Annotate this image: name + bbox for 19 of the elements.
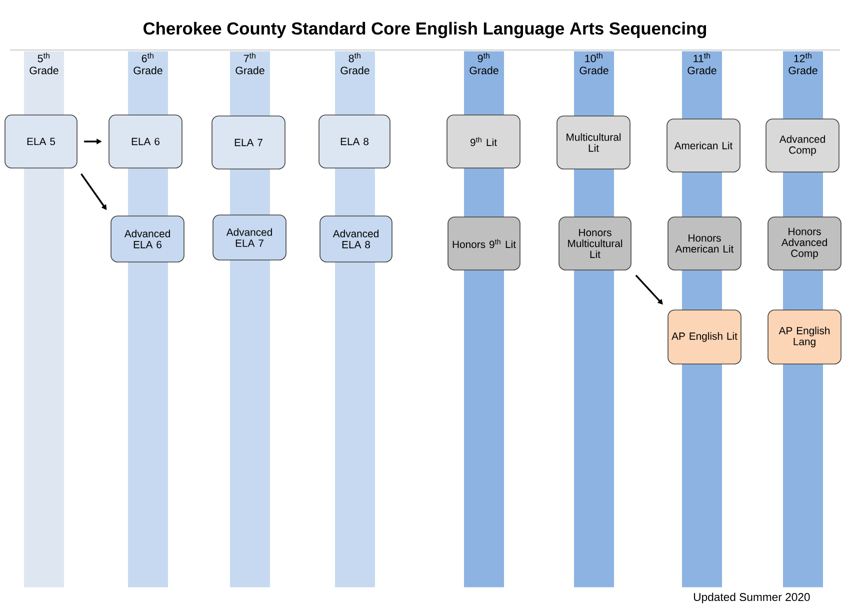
course-box: ELA 6 xyxy=(108,114,182,168)
course-box: Honors 9$^{th}$ Lit xyxy=(448,216,520,270)
course-box: Honors Advanced Comp xyxy=(768,216,842,270)
course-box: 9$^{th}$ Lit xyxy=(446,114,520,168)
course-box: ELA 5 xyxy=(4,114,78,168)
course-box: Advanced Comp xyxy=(766,118,840,172)
course-box: AP English Lang xyxy=(768,310,842,364)
course-box: Honors Multicultural Lit xyxy=(558,216,632,270)
course-box: Advanced ELA 8 xyxy=(320,216,392,262)
course-box: AP English Lit xyxy=(668,310,742,364)
course-box: American Lit xyxy=(666,118,740,172)
course-box: Advanced ELA 7 xyxy=(212,214,286,260)
update-note: Updated Summer 2020 xyxy=(694,592,810,604)
course-box: Honors American Lit xyxy=(668,216,742,270)
course-box: ELA 8 xyxy=(318,114,390,168)
course-box: ELA 7 xyxy=(212,116,286,170)
course-box: Multicultural Lit xyxy=(556,116,630,170)
course-box: Advanced ELA 6 xyxy=(110,216,184,262)
title: Cherokee County Standard Core English Language Arts Sequencing xyxy=(144,22,706,38)
